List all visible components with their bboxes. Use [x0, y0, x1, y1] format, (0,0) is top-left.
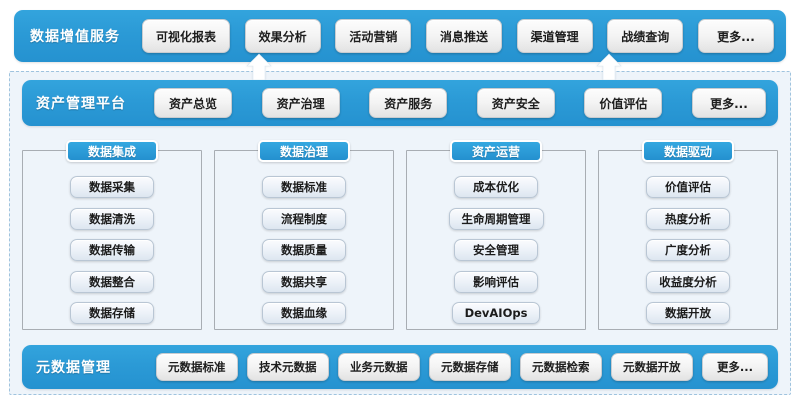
- capability-column-data-integration: 数据集成 数据采集 数据清洗 数据传输 数据整合 数据存储: [22, 140, 202, 330]
- metadata-pill-storage[interactable]: 元数据存储: [429, 353, 511, 381]
- item-pill-data-consolidation[interactable]: 数据整合: [70, 270, 154, 293]
- column-items-asset-operation: 成本优化 生命周期管理 安全管理 影响评估 DevAIOps: [406, 170, 586, 330]
- platform-pill-value-assessment[interactable]: 价值评估: [584, 88, 663, 118]
- item-pill-data-storage[interactable]: 数据存储: [70, 302, 154, 324]
- metadata-pill-business[interactable]: 业务元数据: [338, 353, 420, 381]
- item-pill-data-lineage[interactable]: 数据血缘: [262, 302, 346, 324]
- item-pill-devaiops[interactable]: DevAIOps: [451, 302, 541, 324]
- item-pill-data-collection[interactable]: 数据采集: [70, 176, 154, 198]
- service-pill-performance-query[interactable]: 战绩查询: [607, 19, 684, 53]
- item-pill-lifecycle-management[interactable]: 生命周期管理: [448, 207, 544, 230]
- item-pill-value-assessment[interactable]: 价值评估: [646, 176, 730, 198]
- metadata-pill-standard[interactable]: 元数据标准: [156, 353, 238, 381]
- metadata-pill-search[interactable]: 元数据检索: [520, 353, 602, 381]
- flow-arrow-right-icon: [596, 53, 622, 80]
- band-label-metadata: 元数据管理: [36, 360, 111, 376]
- platform-pill-asset-security[interactable]: 资产安全: [476, 88, 555, 118]
- column-items-data-integration: 数据采集 数据清洗 数据传输 数据整合 数据存储: [22, 170, 202, 330]
- band-label-services: 数据增值服务: [30, 29, 120, 45]
- service-pill-visual-report[interactable]: 可视化报表: [142, 19, 231, 53]
- platform-pill-group: 资产总览 资产治理 资产服务 资产安全 价值评估 更多...: [154, 88, 766, 118]
- column-header-asset-operation[interactable]: 资产运营: [450, 140, 542, 162]
- platform-pill-asset-governance[interactable]: 资产治理: [261, 88, 340, 118]
- item-pill-data-cleansing[interactable]: 数据清洗: [70, 207, 154, 230]
- column-header-data-integration[interactable]: 数据集成: [66, 140, 158, 162]
- service-pill-message-push[interactable]: 消息推送: [425, 19, 502, 53]
- item-pill-security-management[interactable]: 安全管理: [454, 239, 538, 261]
- item-pill-impact-assessment[interactable]: 影响评估: [454, 270, 538, 293]
- service-pill-campaign-marketing[interactable]: 活动营销: [335, 19, 412, 53]
- item-pill-benefit-analysis[interactable]: 收益度分析: [646, 270, 730, 293]
- service-pill-channel-management[interactable]: 渠道管理: [516, 19, 593, 53]
- flow-arrow-left-icon: [246, 53, 272, 80]
- column-header-data-driven[interactable]: 数据驱动: [642, 140, 734, 162]
- item-pill-data-transfer[interactable]: 数据传输: [70, 239, 154, 261]
- band-data-value-added-services: 数据增值服务 可视化报表 效果分析 活动营销 消息推送 渠道管理 战绩查询 更多…: [14, 10, 786, 62]
- platform-pill-asset-overview[interactable]: 资产总览: [154, 88, 233, 118]
- capability-column-data-driven: 数据驱动 价值评估 热度分析 广度分析 收益度分析 数据开放: [598, 140, 778, 330]
- item-pill-data-openness[interactable]: 数据开放: [646, 302, 730, 324]
- capability-column-data-governance: 数据治理 数据标准 流程制度 数据质量 数据共享 数据血缘: [214, 140, 394, 330]
- item-pill-data-quality[interactable]: 数据质量: [262, 239, 346, 261]
- column-header-data-governance[interactable]: 数据治理: [258, 140, 350, 162]
- band-label-platform: 资产管理平台: [36, 96, 126, 112]
- band-metadata-management: 元数据管理 元数据标准 技术元数据 业务元数据 元数据存储 元数据检索 元数据开…: [22, 345, 778, 389]
- metadata-pill-technical[interactable]: 技术元数据: [247, 353, 329, 381]
- band-asset-management-platform: 资产管理平台 资产总览 资产治理 资产服务 资产安全 价值评估 更多...: [22, 80, 778, 126]
- metadata-pill-group: 元数据标准 技术元数据 业务元数据 元数据存储 元数据检索 元数据开放 更多..…: [156, 353, 768, 381]
- item-pill-cost-optimization[interactable]: 成本优化: [454, 176, 538, 198]
- item-pill-data-standard[interactable]: 数据标准: [262, 176, 346, 198]
- platform-pill-asset-service[interactable]: 资产服务: [369, 88, 448, 118]
- services-pill-group: 可视化报表 效果分析 活动营销 消息推送 渠道管理 战绩查询 更多...: [142, 19, 774, 53]
- item-pill-data-sharing[interactable]: 数据共享: [262, 270, 346, 293]
- platform-pill-more[interactable]: 更多...: [691, 88, 766, 118]
- capability-columns: 数据集成 数据采集 数据清洗 数据传输 数据整合 数据存储 数据治理 数据标准 …: [22, 140, 778, 330]
- metadata-pill-more[interactable]: 更多...: [702, 353, 768, 381]
- column-items-data-governance: 数据标准 流程制度 数据质量 数据共享 数据血缘: [214, 170, 394, 330]
- capability-column-asset-operation: 资产运营 成本优化 生命周期管理 安全管理 影响评估 DevAIOps: [406, 140, 586, 330]
- item-pill-breadth-analysis[interactable]: 广度分析: [646, 239, 730, 261]
- column-items-data-driven: 价值评估 热度分析 广度分析 收益度分析 数据开放: [598, 170, 778, 330]
- service-pill-effect-analysis[interactable]: 效果分析: [244, 19, 321, 53]
- item-pill-process-system[interactable]: 流程制度: [262, 207, 346, 230]
- service-pill-more[interactable]: 更多...: [697, 19, 774, 53]
- item-pill-heat-analysis[interactable]: 热度分析: [646, 207, 730, 230]
- metadata-pill-openness[interactable]: 元数据开放: [611, 353, 693, 381]
